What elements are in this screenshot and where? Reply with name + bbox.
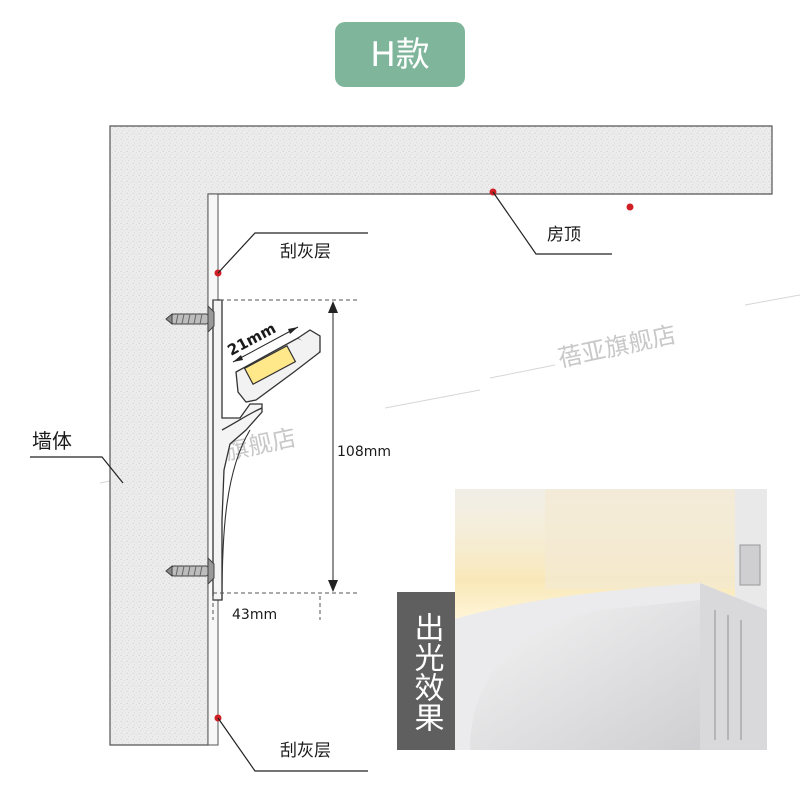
callout-roof-label: 房顶 [547,225,581,245]
marker-dot-extra [626,203,634,211]
photo-caption: 出光效果 [409,612,444,732]
dim-height-label: 108mm [337,444,391,460]
screw-bottom-icon [165,556,215,586]
callout-plaster-bottom-label: 刮灰层 [280,741,331,761]
dim-depth: 43mm [212,596,321,623]
watermark-text-2: 蓓亚旗舰店 [555,321,678,373]
photo-caption-bg [397,592,455,750]
callout-plaster-bottom: 刮灰层 [214,714,368,772]
callout-wall: 墙体 [30,429,124,484]
callout-plaster-top: 刮灰层 [214,232,368,277]
screw-top-icon [165,304,215,334]
title-badge-label: H款 [370,35,430,75]
callout-roof: 房顶 [489,188,612,255]
dim-depth-label: 43mm [232,607,277,623]
dim-height: 108mm [213,299,391,594]
aluminium-profile [212,299,321,601]
callout-plaster-top-label: 刮灰层 [280,242,331,262]
callout-wall-label: 墙体 [32,429,72,453]
light-effect-photo [455,489,767,750]
title-badge [335,22,465,87]
